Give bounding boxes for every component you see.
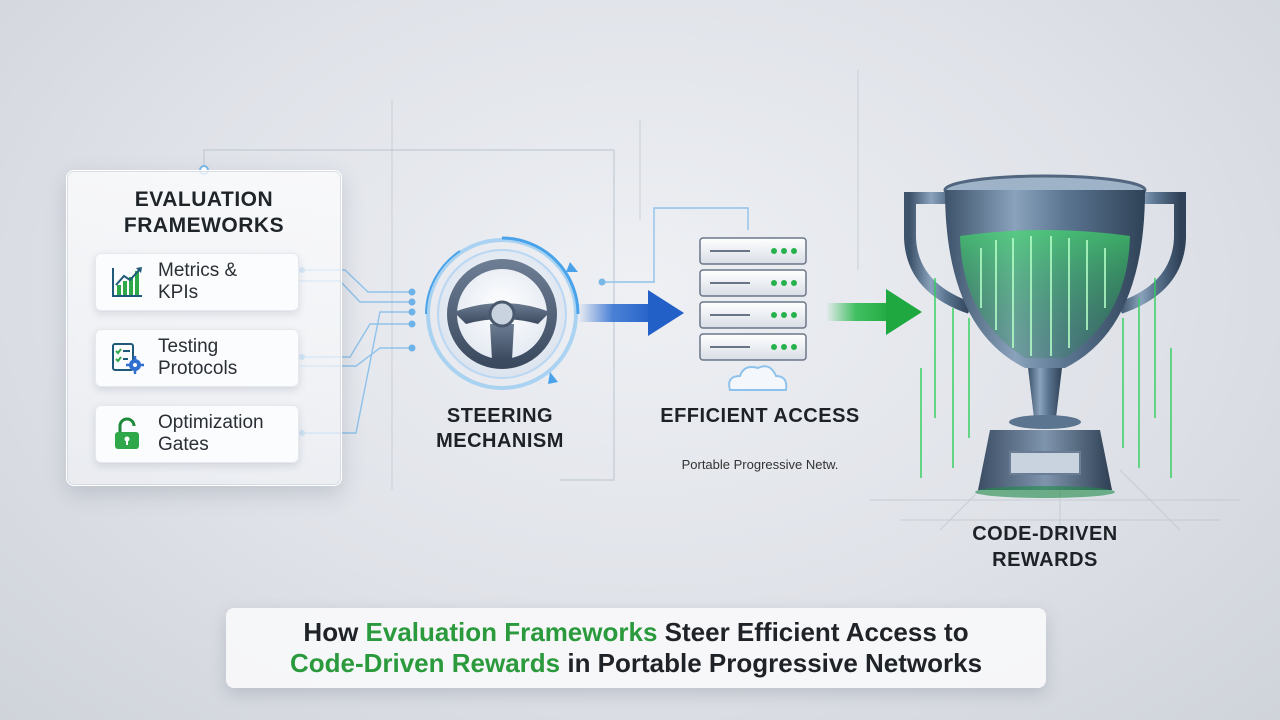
padlock-icon (115, 417, 139, 449)
server-rack-icon (699, 237, 807, 391)
caption-line-1: How Evaluation Frameworks Steer Efficien… (226, 617, 1046, 648)
caption-line-2: Code-Driven Rewards in Portable Progress… (226, 648, 1046, 679)
steering-mechanism-title: Steering Mechanism (436, 405, 564, 452)
cloud-icon (728, 365, 788, 391)
trophy-icon (904, 174, 1186, 498)
flow-arrow-green-head (886, 289, 922, 335)
efficient-access-subtitle: Portable Progressive Netw. (681, 457, 839, 472)
card-optimization-gates[interactable]: Optimization Gates (95, 405, 299, 463)
code-driven-rewards-title: Code-Driven Rewards (972, 523, 1118, 571)
card-testing-protocols[interactable]: Testing Protocols (95, 329, 299, 387)
chart-growth-icon (112, 267, 142, 297)
evaluation-frameworks-panel: Evaluation Frameworks Metrics & KPIs (66, 170, 342, 486)
efficient-access-title: Efficient Access (660, 405, 860, 427)
steering-wheel-icon (425, 236, 580, 390)
evaluation-frameworks-title: Evaluation Frameworks (123, 188, 285, 237)
caption-line-1-highlight: Evaluation Frameworks (365, 617, 658, 647)
flow-arrow-green-shaft (826, 303, 892, 321)
checklist-gear-icon (112, 343, 144, 374)
card-optimization-gates-label: Optimization Gates (158, 412, 264, 455)
caption-line-2-post: in Portable Progressive Networks (560, 648, 983, 678)
caption-line-1-post: Steer Efficient Access to (657, 617, 969, 647)
flow-arrow-blue-shaft (578, 304, 654, 322)
flow-arrow-blue-head (648, 290, 684, 336)
card-metrics-kpis[interactable]: Metrics & KPIs (95, 253, 299, 311)
card-metrics-kpis-label: Metrics & KPIs (158, 260, 238, 303)
caption-line-2-highlight: Code-Driven Rewards (289, 648, 561, 678)
card-testing-protocols-label: Testing Protocols (158, 336, 238, 379)
caption-banner: How Evaluation Frameworks Steer Efficien… (226, 608, 1046, 688)
caption-line-1-pre: How (303, 617, 366, 647)
